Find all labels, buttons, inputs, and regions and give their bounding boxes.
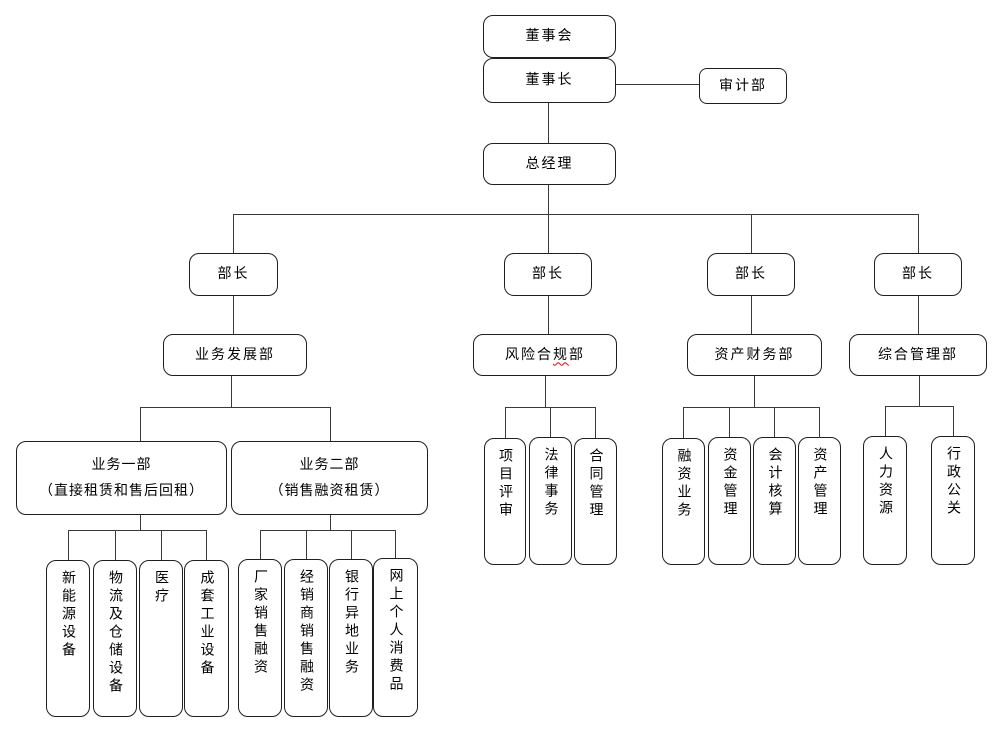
node-board: 董事会 [483, 15, 616, 58]
node-financing-business: 融资业务 [662, 438, 705, 565]
connector-finance-rail-h [683, 407, 819, 408]
connector-drop-unit-1 [140, 407, 141, 441]
node-bank-remote-business: 银行异地业务 [329, 559, 373, 717]
node-legal-affairs: 法律事务 [529, 437, 572, 565]
connector-risk-drop-1 [505, 407, 506, 438]
connector-drop-minister-4 [918, 214, 919, 253]
risk-dept-label-spellcheck: 规 [553, 346, 569, 363]
node-fund-management: 资金管理 [708, 437, 751, 565]
node-admin-public-relations: 行政公关 [931, 436, 975, 565]
node-industrial-equipment-sets: 成套工业设备 [184, 560, 229, 717]
connector-admin-drop-1 [885, 406, 886, 436]
connector-bizdev-rail-h [140, 407, 330, 408]
connector-unit1-drop-4 [206, 530, 207, 560]
connector-drop-minister-1 [233, 214, 234, 253]
node-business-dev-dept: 业务发展部 [163, 334, 307, 376]
connector-minister4-dept [918, 296, 919, 334]
node-project-review: 项目评审 [484, 438, 526, 565]
connector-minister3-dept [751, 296, 752, 334]
connector-unit1-rail-h [68, 530, 206, 531]
connector-minister2-dept [548, 296, 549, 334]
connector-finance-drop-3 [774, 407, 775, 437]
node-chairman: 董事长 [483, 58, 616, 103]
connector-admin-drop-2 [953, 406, 954, 436]
node-minister-4: 部长 [874, 253, 962, 296]
connector-finance-drop-1 [683, 407, 684, 438]
node-minister-2: 部长 [504, 253, 592, 296]
node-general-admin-dept: 综合管理部 [849, 334, 987, 376]
node-logistics-warehouse-equipment: 物流及仓储设备 [93, 560, 137, 717]
connector-admin-rail [919, 376, 920, 406]
business-unit-2-subtitle: （销售融资租赁） [269, 483, 390, 499]
connector-finance-drop-2 [729, 407, 730, 437]
connector-unit2-drop-2 [306, 530, 307, 559]
connector-unit2-drop-4 [395, 530, 396, 558]
node-human-resources: 人力资源 [863, 436, 907, 565]
risk-dept-label-pre: 风险合 [505, 346, 553, 363]
node-risk-compliance-dept: 风险合规部 [473, 334, 617, 376]
business-unit-2-title: 业务二部 [299, 457, 360, 473]
connector-bizdev-rail [231, 376, 232, 407]
node-manufacturer-sales-finance: 厂家销售融资 [238, 559, 282, 717]
node-minister-3: 部长 [707, 253, 795, 296]
connector-finance-rail [754, 376, 755, 407]
connector-unit2-drop-3 [351, 530, 352, 559]
business-unit-1-title: 业务一部 [91, 457, 152, 473]
connector-unit2-rail [330, 515, 331, 530]
business-unit-1-subtitle: （直接租赁和售后回租） [39, 483, 204, 499]
node-new-energy-equipment: 新能源设备 [46, 560, 90, 717]
node-medical: 医疗 [139, 560, 183, 717]
connector-chairman-audit [616, 84, 699, 85]
node-dealer-sales-finance: 经销商销售融资 [284, 559, 328, 717]
connector-risk-rail [545, 376, 546, 407]
node-minister-1: 部长 [189, 253, 278, 296]
connector-gm-rail [548, 185, 549, 214]
connector-drop-unit-2 [330, 407, 331, 441]
connector-unit1-drop-2 [115, 530, 116, 560]
connector-unit1-drop-1 [68, 530, 69, 560]
connector-drop-minister-2 [548, 214, 549, 253]
node-online-consumer-goods: 网上个人消费品 [373, 558, 418, 717]
connector-minister1-dept [233, 296, 234, 334]
connector-main-rail [233, 214, 918, 215]
connector-finance-drop-4 [819, 407, 820, 438]
connector-unit1-drop-3 [161, 530, 162, 560]
connector-unit2-rail-h [260, 530, 395, 531]
connector-drop-minister-3 [751, 214, 752, 253]
connector-risk-drop-2 [550, 407, 551, 437]
node-asset-management: 资产管理 [798, 437, 841, 565]
connector-unit2-drop-1 [260, 530, 261, 559]
node-asset-finance-dept: 资产财务部 [687, 334, 822, 376]
connector-risk-drop-3 [595, 407, 596, 438]
node-business-unit-1: 业务一部 （直接租赁和售后回租） [16, 441, 227, 515]
connector-chairman-gm [548, 103, 549, 143]
node-general-manager: 总经理 [483, 143, 616, 185]
node-business-unit-2: 业务二部 （销售融资租赁） [231, 441, 428, 515]
connector-admin-rail-h [885, 406, 953, 407]
node-contract-management: 合同管理 [574, 438, 617, 565]
node-accounting: 会计核算 [753, 437, 796, 565]
connector-unit1-rail [140, 515, 141, 530]
node-audit-dept: 审计部 [699, 68, 787, 104]
risk-dept-label-post: 部 [569, 346, 585, 363]
